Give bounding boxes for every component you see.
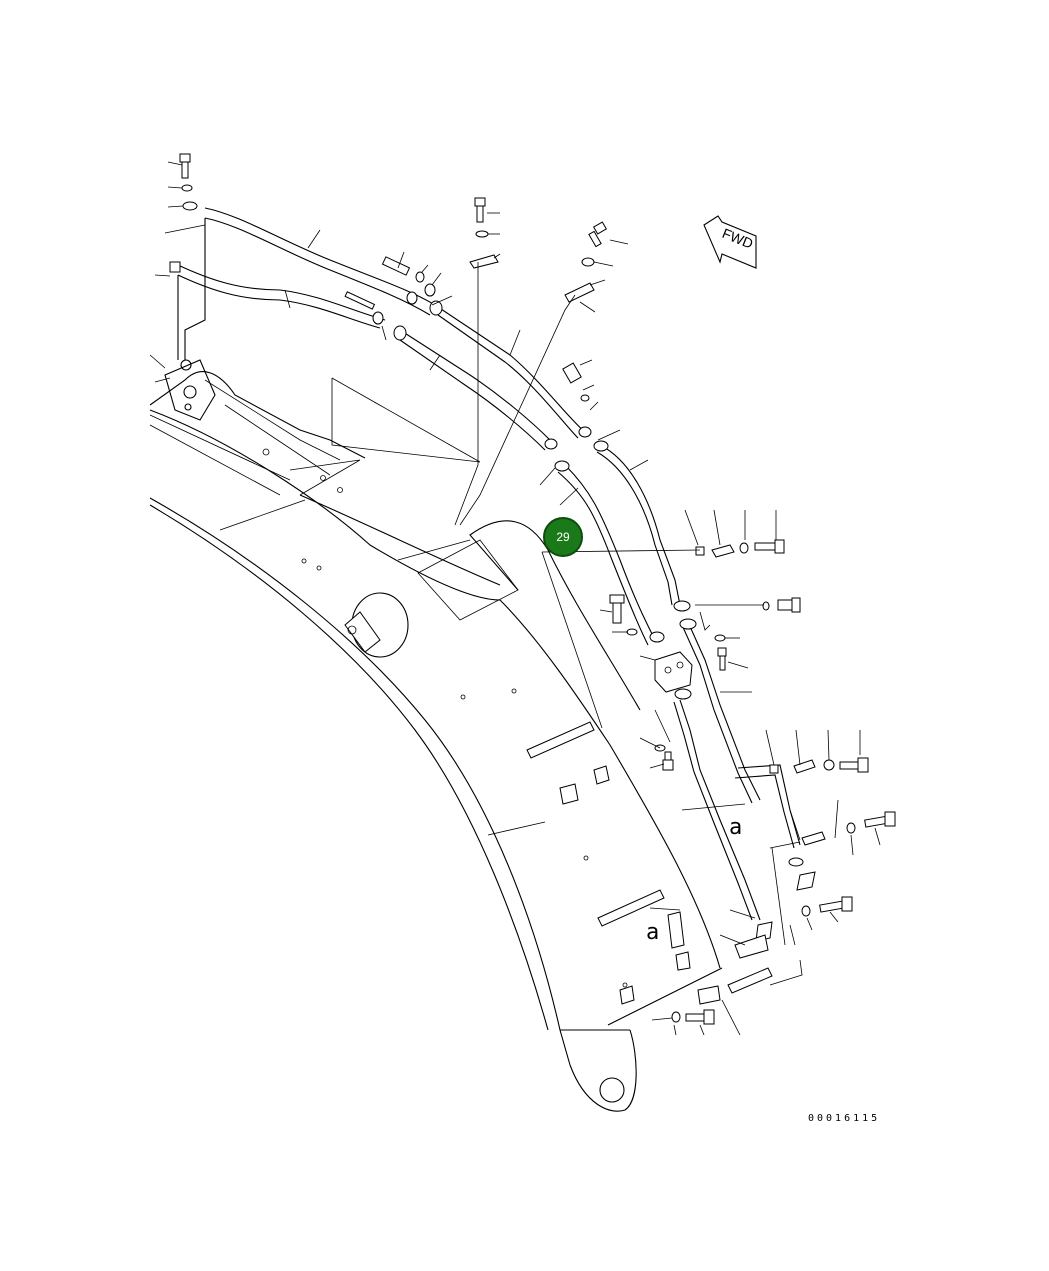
drawing-number: 00016115 [808,1113,880,1124]
boom-outline [149,409,723,1112]
fwd-label: FWD [720,225,756,252]
hardware-parts [169,153,896,1025]
detail-label-a-lower: a [646,920,659,945]
cylinder-boss [301,558,628,988]
rigid-tubes [399,304,801,921]
boom-foot-assembly [149,359,366,496]
callout-number: 29 [556,530,570,544]
part-callout-29[interactable]: 29 [543,517,583,557]
fwd-arrow-icon: FWD [703,215,757,269]
detail-label-a-upper: a [729,815,742,840]
hose-lines [177,207,436,360]
leader-lines [149,161,881,1036]
